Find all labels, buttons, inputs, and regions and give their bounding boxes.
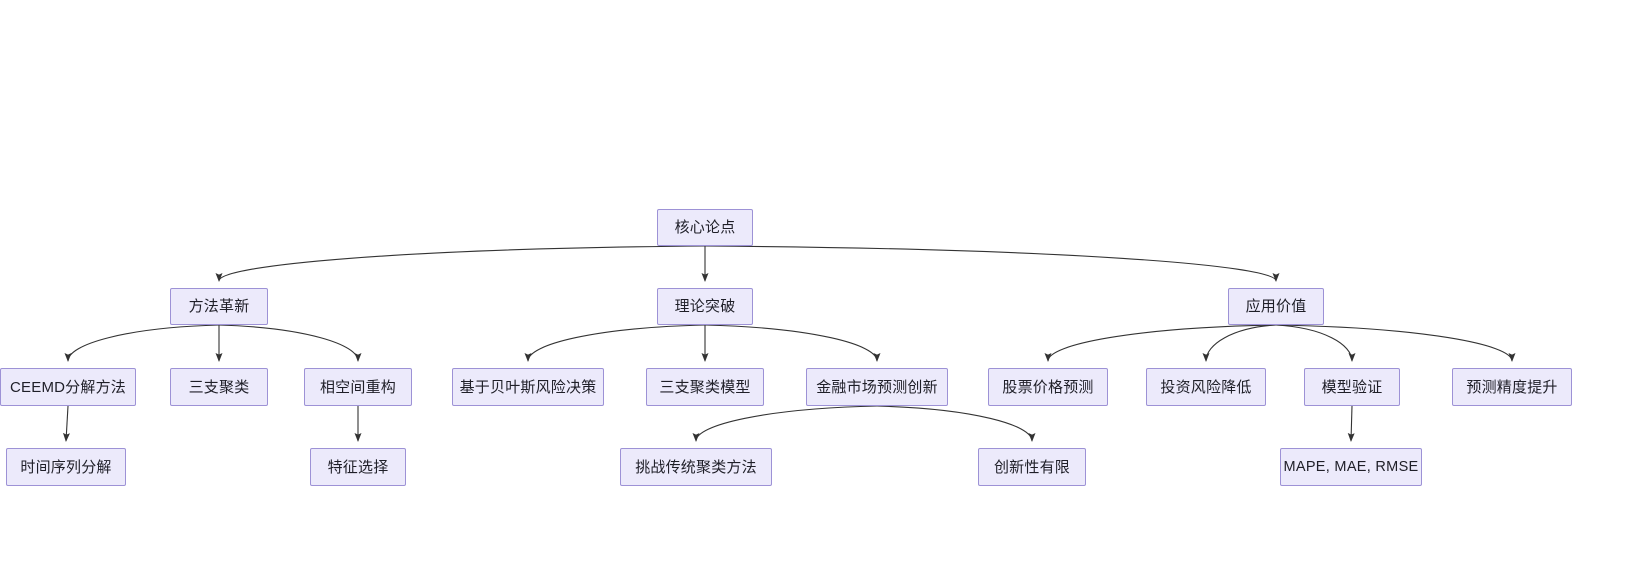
edge-l1c-to-l2i	[1275, 324, 1356, 362]
node-label: 创新性有限	[993, 458, 1070, 476]
node-label: 方法革新	[188, 298, 250, 315]
node-label: 时间序列分解	[20, 458, 112, 476]
edge-l2i-to-l3e	[1347, 405, 1355, 442]
node-l2f[interactable]: 金融市场预测创新	[806, 368, 948, 406]
node-label: 核心论点	[674, 219, 736, 236]
node-label: MAPE, MAE, RMSE	[1283, 458, 1419, 475]
node-root[interactable]: 核心论点	[657, 209, 753, 246]
edge-l1b-to-l2d	[524, 324, 706, 362]
edge-l1c-to-l2g	[1044, 324, 1277, 362]
edge-l1a-to-l2a	[64, 324, 220, 362]
node-label: 投资风险降低	[1160, 378, 1252, 396]
edge-group	[62, 245, 1516, 442]
edge-l1c-to-l2h	[1202, 324, 1277, 362]
node-l3a[interactable]: 时间序列分解	[6, 448, 126, 486]
node-label: 相空间重构	[319, 378, 396, 396]
node-l3e[interactable]: MAPE, MAE, RMSE	[1280, 448, 1422, 486]
node-label: 理论突破	[674, 298, 736, 315]
node-label: 预测精度提升	[1466, 378, 1558, 396]
edge-root-to-l1c	[704, 245, 1280, 282]
node-l3c[interactable]: 挑战传统聚类方法	[620, 448, 772, 486]
node-l3b[interactable]: 特征选择	[310, 448, 406, 486]
edge-l2f-to-l3d	[876, 405, 1036, 442]
node-label: CEEMD分解方法	[10, 378, 126, 396]
edge-l2f-to-l3c	[692, 405, 878, 442]
node-label: 挑战传统聚类方法	[635, 458, 757, 476]
node-l2c[interactable]: 相空间重构	[304, 368, 412, 406]
node-l2i[interactable]: 模型验证	[1304, 368, 1400, 406]
node-label: 特征选择	[327, 458, 389, 476]
node-label: 三支聚类	[188, 378, 250, 396]
node-label: 模型验证	[1321, 378, 1383, 396]
node-l3d[interactable]: 创新性有限	[978, 448, 1086, 486]
node-label: 应用价值	[1245, 298, 1307, 315]
node-l2b[interactable]: 三支聚类	[170, 368, 268, 406]
edge-l1b-to-l2f	[704, 324, 881, 362]
node-l1b[interactable]: 理论突破	[657, 288, 753, 325]
node-label: 基于贝叶斯风险决策	[459, 378, 597, 396]
edge-l2a-to-l3a	[62, 405, 70, 442]
node-l2d[interactable]: 基于贝叶斯风险决策	[452, 368, 604, 406]
node-l1c[interactable]: 应用价值	[1228, 288, 1324, 325]
node-l2j[interactable]: 预测精度提升	[1452, 368, 1572, 406]
edge-l1c-to-l2j	[1275, 324, 1516, 362]
edge-root-to-l1a	[215, 245, 706, 282]
node-l2a[interactable]: CEEMD分解方法	[0, 368, 136, 406]
edge-l1a-to-l2c	[218, 324, 362, 362]
node-label: 金融市场预测创新	[816, 378, 938, 396]
node-l2h[interactable]: 投资风险降低	[1146, 368, 1266, 406]
node-label: 三支聚类模型	[659, 378, 751, 396]
node-l2e[interactable]: 三支聚类模型	[646, 368, 764, 406]
node-label: 股票价格预测	[1002, 378, 1094, 396]
node-l2g[interactable]: 股票价格预测	[988, 368, 1108, 406]
node-l1a[interactable]: 方法革新	[170, 288, 268, 325]
